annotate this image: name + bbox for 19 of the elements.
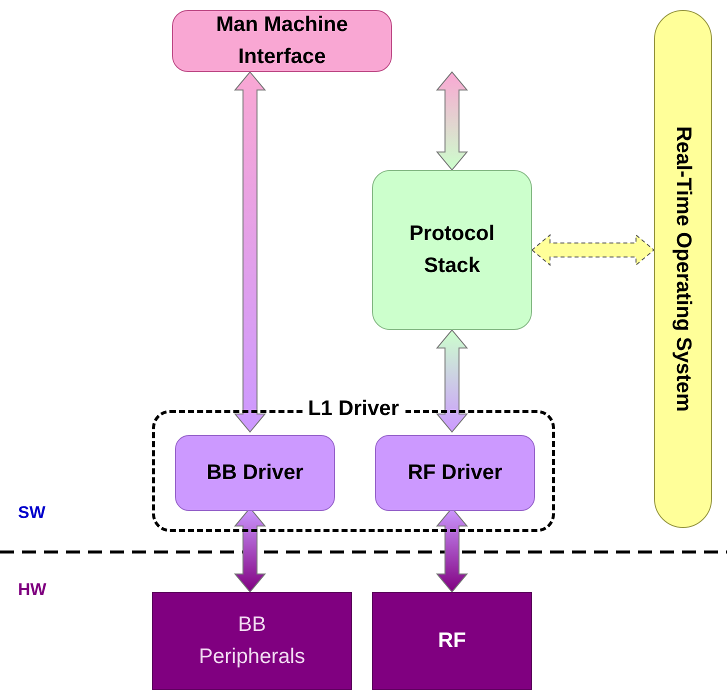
hardware-box xyxy=(372,592,532,690)
double-arrow xyxy=(234,71,266,433)
node-label: Man Machine Interface xyxy=(215,12,349,70)
process-box xyxy=(372,170,532,330)
node-label: RF xyxy=(438,628,466,654)
driver-box xyxy=(375,435,535,511)
layer-label: HW xyxy=(18,580,46,600)
node-label: Real-Time Operating System xyxy=(671,126,695,412)
double-arrow xyxy=(531,234,655,266)
hardware-box xyxy=(152,592,352,690)
double-arrow xyxy=(436,71,468,171)
node-label: BB Peripherals xyxy=(198,612,306,670)
driver-box xyxy=(175,435,335,511)
node-label: BB Driver xyxy=(206,460,304,486)
node-label: RF Driver xyxy=(408,460,502,486)
double-arrow xyxy=(436,329,468,433)
interface-box xyxy=(172,10,392,72)
layer-label: SW xyxy=(18,503,46,523)
node-label: Protocol Stack xyxy=(408,221,496,279)
